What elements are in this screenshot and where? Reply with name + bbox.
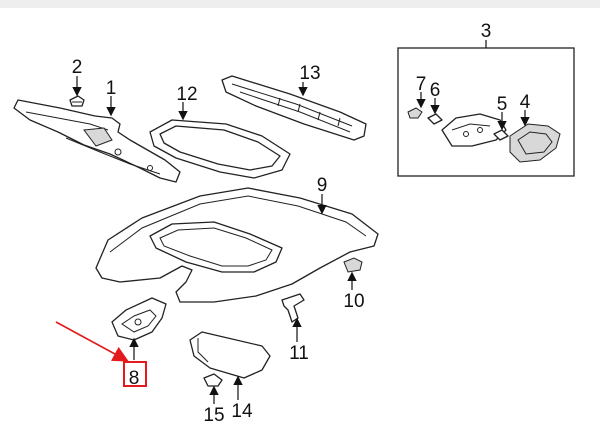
part-2-clip xyxy=(69,95,85,107)
callout-9: 9 xyxy=(317,175,328,196)
part-14-sun-visor xyxy=(189,331,271,379)
callout-6: 6 xyxy=(430,80,441,101)
part-1-rail xyxy=(13,99,181,183)
part-12-seal xyxy=(149,119,291,179)
callout-2: 2 xyxy=(72,57,83,78)
callout-10: 10 xyxy=(343,291,364,312)
callout-12: 12 xyxy=(176,84,197,105)
callout-8: 8 xyxy=(129,368,140,389)
callout-4: 4 xyxy=(520,92,531,113)
part-9-headliner xyxy=(95,187,379,303)
part-3-console-box xyxy=(397,47,575,177)
callout-14: 14 xyxy=(231,401,253,422)
callout-1: 1 xyxy=(106,78,117,99)
part-13-trim-panel xyxy=(221,75,367,141)
part-11-hook xyxy=(281,293,305,323)
callout-3: 3 xyxy=(481,21,492,42)
leader-lines xyxy=(55,40,530,404)
callout-11: 11 xyxy=(289,343,309,364)
part-8-bracket xyxy=(111,297,167,341)
part-10-clip xyxy=(343,257,363,273)
callout-13: 13 xyxy=(299,63,320,84)
callout-7: 7 xyxy=(416,74,427,95)
callout-8-highlight-box xyxy=(123,361,147,387)
top-band xyxy=(0,0,600,8)
red-pointer-arrow xyxy=(55,321,129,362)
part-15-clip xyxy=(203,373,223,387)
callout-15: 15 xyxy=(203,405,224,426)
callout-5: 5 xyxy=(497,94,508,115)
